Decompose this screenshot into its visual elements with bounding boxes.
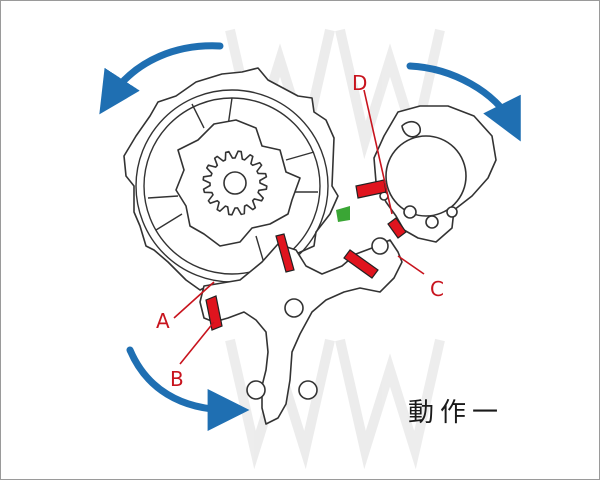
pallet-jewels	[205, 179, 407, 331]
leader-lines	[173, 89, 425, 365]
label-b: B	[170, 367, 184, 391]
caption: 動作一	[408, 398, 505, 428]
curved-arrow-icon-bottom-left	[126, 346, 250, 431]
rotation-arrows	[99, 42, 521, 431]
balance-roller	[373, 105, 497, 243]
pallet-fork	[199, 237, 403, 425]
label-c: C	[430, 277, 444, 301]
curved-arrow-icon-top-left	[99, 42, 224, 115]
pinion-gear	[202, 150, 268, 216]
curved-arrow-icon-top-right	[406, 62, 521, 142]
label-d: D	[352, 71, 367, 95]
banking-stop	[336, 206, 350, 222]
label-a: A	[156, 309, 170, 333]
